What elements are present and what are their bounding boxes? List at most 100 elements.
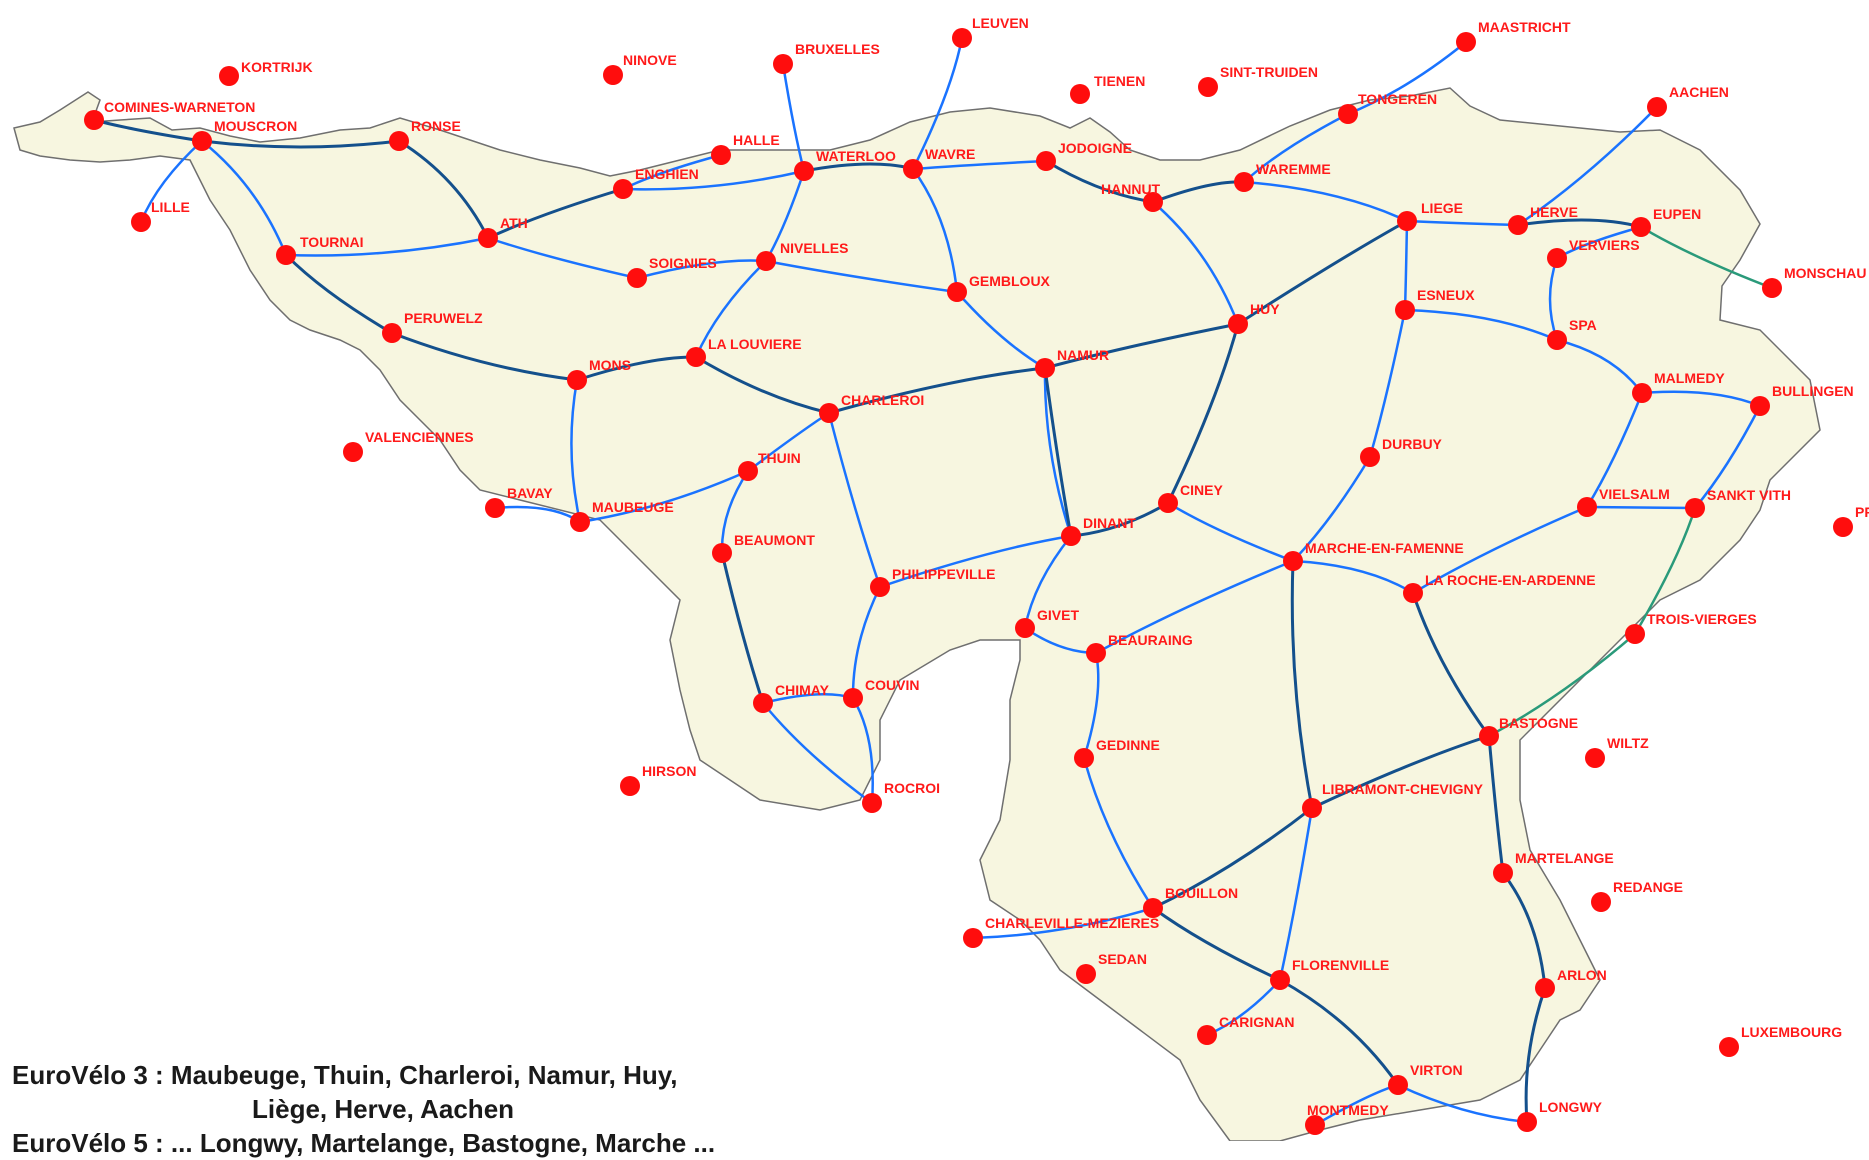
city-marker[interactable] <box>603 65 623 85</box>
route-segment <box>955 290 1047 370</box>
city-marker[interactable] <box>1198 77 1218 97</box>
city-marker[interactable] <box>1061 526 1081 546</box>
city-marker[interactable] <box>1302 798 1322 818</box>
city-marker[interactable] <box>485 498 505 518</box>
city-marker[interactable] <box>1625 624 1645 644</box>
city-marker[interactable] <box>1234 172 1254 192</box>
city-marker[interactable] <box>819 403 839 423</box>
city-marker[interactable] <box>756 251 776 271</box>
city-marker[interactable] <box>1547 330 1567 350</box>
city-label: PERUWELZ <box>404 310 483 326</box>
city-marker[interactable] <box>712 543 732 563</box>
route-segment <box>1487 734 1505 875</box>
city-marker[interactable] <box>952 28 972 48</box>
city-marker[interactable] <box>613 179 633 199</box>
city-label: MAUBEUGE <box>592 499 674 515</box>
city-marker[interactable] <box>1015 618 1035 638</box>
city-marker[interactable] <box>1338 104 1358 124</box>
route-segment <box>1242 180 1409 223</box>
city-marker[interactable] <box>1036 151 1056 171</box>
city-marker[interactable] <box>276 245 296 265</box>
route-segment <box>827 411 882 589</box>
city-marker[interactable] <box>131 212 151 232</box>
city-marker[interactable] <box>1305 1115 1325 1135</box>
city-marker[interactable] <box>1750 396 1770 416</box>
route-segment <box>1411 505 1589 595</box>
city-marker[interactable] <box>686 347 706 367</box>
city-marker[interactable] <box>343 442 363 462</box>
city-marker[interactable] <box>1493 863 1513 883</box>
city-label: TONGEREN <box>1358 91 1437 107</box>
city-marker[interactable] <box>1397 211 1417 231</box>
city-marker[interactable] <box>1395 300 1415 320</box>
city-marker[interactable] <box>1388 1075 1408 1095</box>
city-marker[interactable] <box>84 110 104 130</box>
city-marker[interactable] <box>570 512 590 532</box>
city-marker[interactable] <box>192 131 212 151</box>
city-marker[interactable] <box>1508 215 1528 235</box>
city-marker[interactable] <box>843 688 863 708</box>
route-segment <box>1151 806 1314 910</box>
city-label: TOURNAI <box>300 234 364 250</box>
route-segment <box>486 187 625 240</box>
city-marker[interactable] <box>903 159 923 179</box>
wallonia-region <box>13 87 1821 1141</box>
city-marker[interactable] <box>1833 517 1853 537</box>
city-marker[interactable] <box>1270 970 1290 990</box>
city-marker[interactable] <box>1158 493 1178 513</box>
city-label: LA ROCHE-EN-ARDENNE <box>1425 572 1596 588</box>
city-marker[interactable] <box>1070 84 1090 104</box>
city-marker[interactable] <box>1632 383 1652 403</box>
city-marker[interactable] <box>1283 551 1303 571</box>
city-marker[interactable] <box>389 131 409 151</box>
city-marker[interactable] <box>862 793 882 813</box>
city-marker[interactable] <box>1547 248 1567 268</box>
city-marker[interactable] <box>1076 964 1096 984</box>
city-label: FLORENVILLE <box>1292 957 1389 973</box>
city-marker[interactable] <box>620 776 640 796</box>
route-segment <box>1023 534 1073 630</box>
city-marker[interactable] <box>1585 748 1605 768</box>
city-marker[interactable] <box>1535 978 1555 998</box>
city-marker[interactable] <box>382 323 402 343</box>
city-marker[interactable] <box>1591 892 1611 912</box>
city-marker[interactable] <box>567 370 587 390</box>
city-label: COUVIN <box>865 677 919 693</box>
city-marker[interactable] <box>1631 217 1651 237</box>
city-marker[interactable] <box>1403 583 1423 603</box>
city-marker[interactable] <box>1456 32 1476 52</box>
city-marker[interactable] <box>1228 314 1248 334</box>
city-marker[interactable] <box>1647 97 1667 117</box>
city-label: HANNUT <box>1101 181 1161 197</box>
city-marker[interactable] <box>478 228 498 248</box>
city-marker[interactable] <box>1074 748 1094 768</box>
city-marker[interactable] <box>738 461 758 481</box>
city-marker[interactable] <box>1143 898 1163 918</box>
city-marker[interactable] <box>1360 447 1380 467</box>
city-marker[interactable] <box>1197 1025 1217 1045</box>
city-marker[interactable] <box>1719 1037 1739 1057</box>
city-marker[interactable] <box>627 268 647 288</box>
city-marker[interactable] <box>870 577 890 597</box>
city-marker[interactable] <box>773 54 793 74</box>
city-marker[interactable] <box>711 145 731 165</box>
city-marker[interactable] <box>1086 643 1106 663</box>
city-marker[interactable] <box>963 928 983 948</box>
city-marker[interactable] <box>1762 278 1782 298</box>
city-marker[interactable] <box>947 282 967 302</box>
route-segment <box>1236 219 1409 326</box>
city-label: JODOIGNE <box>1058 140 1132 156</box>
city-marker[interactable] <box>1479 726 1499 746</box>
route-segment <box>635 259 768 280</box>
city-marker[interactable] <box>1685 498 1705 518</box>
city-label: LEUVEN <box>972 15 1029 31</box>
city-marker[interactable] <box>1577 497 1597 517</box>
city-marker[interactable] <box>219 66 239 86</box>
city-marker[interactable] <box>794 161 814 181</box>
city-label: WATERLOO <box>816 148 896 164</box>
city-marker[interactable] <box>1035 358 1055 378</box>
city-marker[interactable] <box>753 693 773 713</box>
city-marker[interactable] <box>1517 1112 1537 1132</box>
city-marker[interactable] <box>1143 192 1163 212</box>
